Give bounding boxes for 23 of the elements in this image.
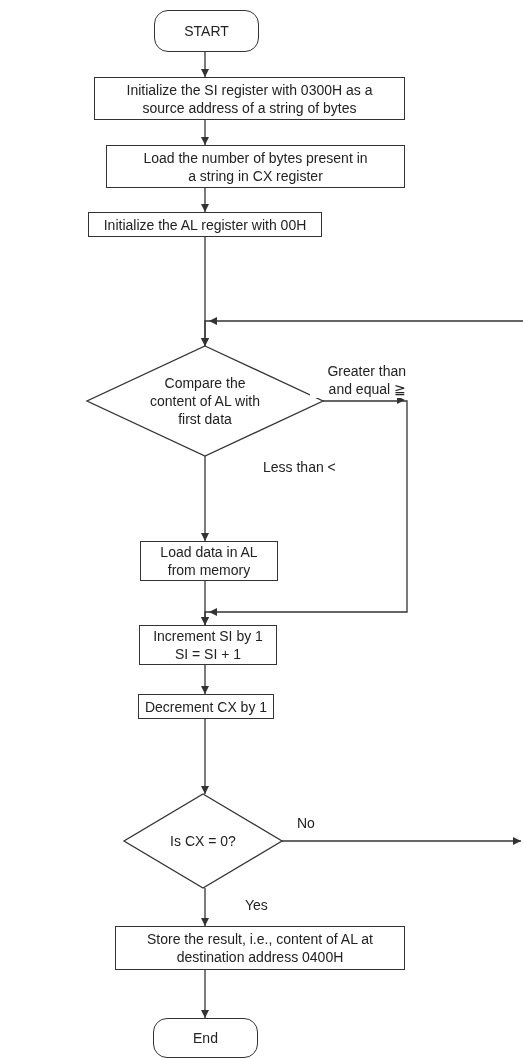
node-text: Compare the content of AL with first data bbox=[149, 374, 261, 428]
process-box bbox=[138, 694, 274, 719]
node-text: Decrement CX by 1 bbox=[143, 697, 269, 716]
process-box bbox=[115, 926, 405, 970]
node-text: Initialize the SI register with 0300H as a source address of a string of bytes bbox=[125, 80, 374, 117]
node-text: Increment SI by 1 SI = SI + 1 bbox=[152, 627, 264, 663]
terminal-box bbox=[153, 1018, 258, 1058]
node-text: START bbox=[184, 22, 229, 40]
process-box bbox=[106, 145, 405, 188]
process-box bbox=[88, 212, 322, 237]
node-text: End bbox=[193, 1029, 218, 1047]
edge-label: Greater than and equal ≧ bbox=[310, 362, 406, 398]
process-box bbox=[94, 77, 405, 120]
node-text: Initialize the AL register with 00H bbox=[102, 215, 308, 234]
node-text: Is CX = 0? bbox=[169, 832, 237, 850]
node-text: Load data in AL from memory bbox=[159, 543, 259, 579]
decision-diamond bbox=[87, 346, 323, 456]
process-box bbox=[140, 541, 278, 581]
terminal-box bbox=[154, 10, 259, 52]
node-text: Store the result, i.e., content of AL at destination address 0400H bbox=[146, 930, 374, 966]
node-text: Load the number of bytes present in a string in CX register bbox=[142, 148, 369, 185]
process-box bbox=[139, 625, 277, 665]
decision-diamond bbox=[124, 794, 282, 888]
